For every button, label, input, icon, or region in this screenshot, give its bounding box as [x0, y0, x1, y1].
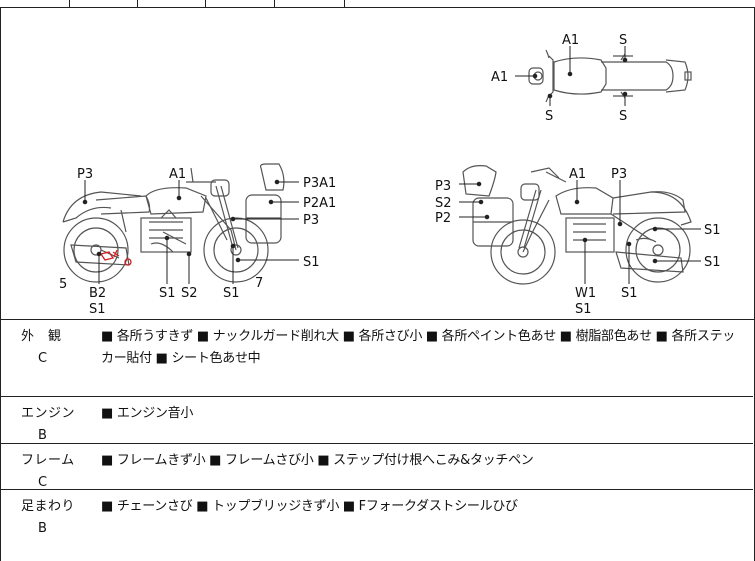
label: W1 — [575, 286, 596, 301]
label: 7 — [255, 276, 263, 291]
label: P3 — [611, 167, 627, 182]
row-category: エンジン — [21, 406, 76, 421]
label: S2 — [181, 286, 198, 301]
prev-cell — [70, 0, 138, 8]
label: S1 — [89, 302, 106, 317]
condition-report: 外 観 C ■ 各所うすきず ■ ナックルガード削れ大 ■ 各所さび小 ■ 各所… — [0, 320, 755, 561]
label: S1 — [159, 286, 176, 301]
report-row-frame: フレーム C ■ フレームきず小 ■ フレームさび小 ■ ステップ付け根へこみ&… — [1, 444, 753, 490]
row-grade: C — [38, 351, 48, 366]
label: S1 — [621, 286, 638, 301]
label: A1 — [562, 33, 579, 48]
label: A1 — [491, 70, 508, 85]
label: P3 — [77, 167, 93, 182]
label: S1 — [704, 255, 721, 270]
label: A1 — [169, 167, 186, 182]
prev-cell — [138, 0, 206, 8]
label: S2 — [435, 196, 452, 211]
report-row-engine: エンジン B ■ エンジン音小 — [1, 397, 753, 444]
label: S — [545, 109, 553, 124]
right-side-motorcycle — [462, 165, 692, 285]
label: P3 — [303, 213, 319, 228]
label: S1 — [303, 255, 320, 270]
row-notes: ■ 各所うすきず ■ ナックルガード削れ大 ■ 各所さび小 ■ 各所ペイント色あ… — [101, 329, 735, 366]
label: S — [619, 33, 627, 48]
prev-cell — [275, 0, 345, 8]
previous-table-edge — [0, 0, 755, 8]
row-notes: ■ フレームきず小 ■ フレームさび小 ■ ステップ付け根へこみ&タッチペン — [101, 453, 534, 468]
motorcycle-diagrams: A1 S A1 S S P3 A1 P3A1 P2A1 P3 S1 5 B2 S… — [59, 33, 721, 317]
label: P2A1 — [303, 196, 336, 211]
label: 5 — [59, 277, 67, 292]
label: B2 — [89, 286, 106, 301]
report-row-exterior: 外 観 C ■ 各所うすきず ■ ナックルガード削れ大 ■ 各所さび小 ■ 各所… — [1, 320, 753, 397]
prev-cell — [0, 0, 70, 8]
label: A1 — [569, 167, 586, 182]
top-view-motorcycle — [528, 49, 692, 103]
label: S1 — [704, 223, 721, 238]
label: P3A1 — [303, 176, 336, 191]
report-row-suspension: 足まわり B ■ チェーンさび ■ トップブリッジきず小 ■ Fフォークダストシ… — [1, 490, 753, 561]
row-category: 足まわり — [21, 499, 76, 514]
row-grade: C — [38, 475, 48, 490]
label: P2 — [435, 211, 451, 226]
label: S1 — [575, 302, 592, 317]
row-category: 外 観 — [21, 329, 62, 344]
damage-diagram: A1 S A1 S S P3 A1 P3A1 P2A1 P3 S1 5 B2 S… — [0, 8, 755, 320]
row-category: フレーム — [21, 453, 75, 468]
row-grade: B — [38, 521, 47, 536]
row-notes: ■ チェーンさび ■ トップブリッジきず小 ■ Fフォークダストシールひび — [101, 499, 518, 514]
prev-cell — [206, 0, 275, 8]
row-grade: B — [38, 428, 47, 443]
label: S1 — [223, 286, 240, 301]
row-notes: ■ エンジン音小 — [101, 406, 194, 421]
label: S — [619, 109, 627, 124]
damage-marks — [99, 249, 132, 266]
label: P3 — [435, 179, 451, 194]
